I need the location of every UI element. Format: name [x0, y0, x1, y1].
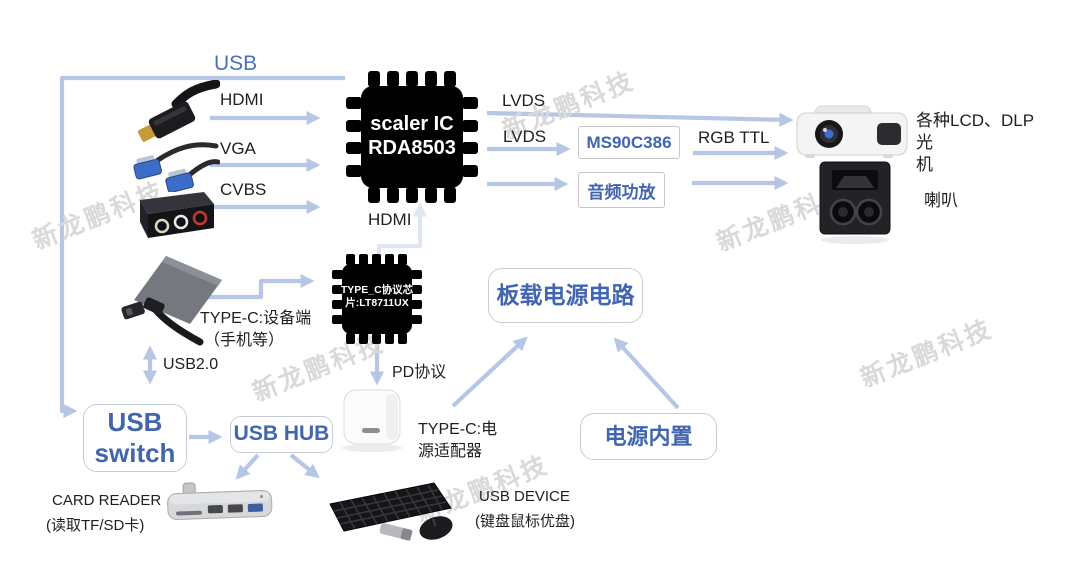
usb-switch-line2: switch — [94, 438, 176, 468]
hdmi-internal-label: HDMI — [368, 210, 412, 229]
display-out-line1: 各种LCD、DLP光 — [916, 111, 1035, 152]
hdmi-in-label: HDMI — [220, 90, 264, 109]
audio-amp-box: 音频功放 — [578, 172, 665, 208]
builtin-to-power-arrow — [613, 337, 680, 410]
power-adapter-image — [342, 389, 402, 452]
speaker-out-label: 喇叭 — [924, 191, 958, 210]
scaler-chip-label: scaler IC RDA8503 — [345, 112, 479, 160]
typec-chip-label: TYPE_C协议芯 片:LT8711UX — [337, 284, 417, 309]
typec-device-label-line2: （手机等） — [204, 332, 285, 349]
usb20-label: USB2.0 — [163, 356, 219, 373]
hub-to-device-arrow — [289, 453, 320, 479]
usb-hub-label: USB HUB — [233, 422, 330, 446]
hub-to-reader-arrow — [235, 453, 260, 480]
card-reader-image — [167, 482, 273, 521]
hdmi-cable-image — [137, 80, 220, 142]
power-builtin-box: 电源内置 — [580, 413, 717, 460]
scaler-chip-line1: scaler IC — [370, 113, 454, 135]
typec-device-image — [121, 256, 222, 346]
lvds-top-label: LVDS — [502, 91, 546, 110]
typec-chip-line2: 片:LT8711UX — [345, 296, 409, 309]
cvbs-converter-image — [140, 192, 214, 238]
typec-device-label-line1: TYPE-C:设备端 — [200, 310, 312, 327]
audio-amp-label: 音频功放 — [587, 182, 656, 202]
vga-in-label: VGA — [220, 139, 256, 158]
usb-hub-box: USB HUB — [230, 416, 333, 453]
lvds-mid-label: LVDS — [503, 127, 547, 146]
card-reader-label-line2: (读取TF/SD卡) — [46, 517, 145, 534]
power-builtin-label: 电源内置 — [604, 423, 693, 449]
usb-line-label: USB — [214, 52, 258, 75]
typec-protocol-chip — [332, 254, 422, 344]
adapter-label-line2: 源适配器 — [418, 443, 483, 460]
adapter-to-power-arrow — [451, 336, 528, 408]
scaler-chip-line2: RDA8503 — [368, 137, 456, 159]
usb-line — [59, 75, 345, 419]
typec-device-arrow — [206, 273, 315, 300]
usb-device-label-line2: (键盘鼠标优盘) — [475, 513, 575, 530]
onboard-power-box: 板载电源电路 — [488, 268, 643, 323]
usb-switch-line1: USB — [107, 406, 163, 437]
onboard-power-label: 板载电源电路 — [496, 282, 635, 309]
scaler-ic-chip — [346, 71, 478, 203]
usb-switch-box: USB switch — [83, 404, 187, 472]
ms90c386-label: MS90C386 — [586, 132, 672, 152]
card-reader-label-line1: CARD READER — [52, 492, 162, 509]
display-out-line2: 机 — [916, 155, 933, 174]
speaker-image — [819, 161, 891, 244]
cvbs-in-label: CVBS — [220, 180, 267, 199]
ms90c386-box: MS90C386 — [578, 126, 680, 159]
rgb-ttl-label: RGB TTL — [698, 128, 770, 147]
vga-cables-image — [133, 142, 220, 192]
lvds-top-arrow — [486, 110, 794, 127]
usb-device-label-line1: USB DEVICE — [479, 488, 570, 505]
typec-chip-line1: TYPE_C协议芯 — [340, 284, 414, 296]
adapter-label-line1: TYPE-C:电 — [418, 421, 498, 438]
projector-image — [796, 105, 908, 158]
display-out-label: 各种LCD、DLP光 机 — [916, 110, 1046, 176]
hdmi-internal-arrow — [376, 202, 428, 260]
keyboard-mouse-image — [329, 482, 453, 541]
pd-label: PD协议 — [392, 364, 447, 381]
